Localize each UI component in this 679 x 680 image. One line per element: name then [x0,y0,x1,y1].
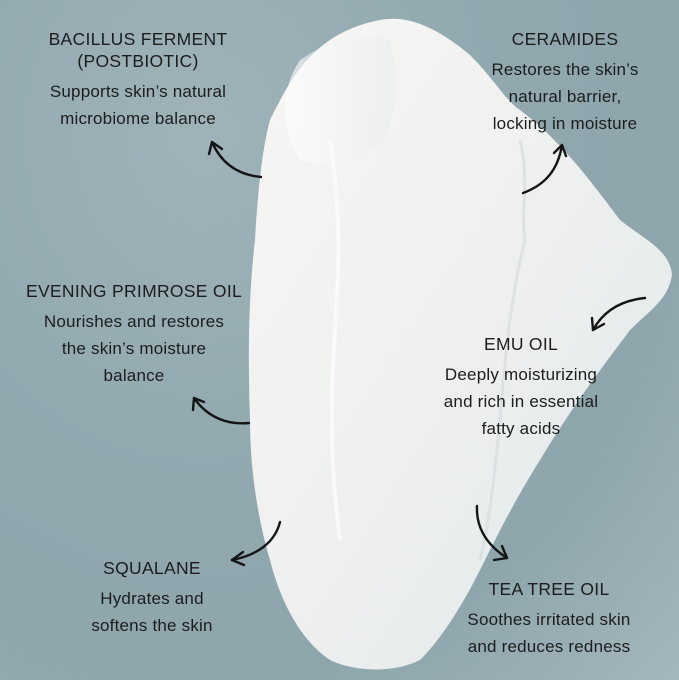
desc-line: Supports skin’s natural [49,82,227,101]
callout-evening-primrose-oil: EVENING PRIMROSE OIL Nourishes and resto… [6,280,262,389]
callout-title: EVENING PRIMROSE OIL [6,280,262,302]
callout-bacillus-ferment: BACILLUS FERMENT (POSTBIOTIC) Supports s… [18,28,258,132]
desc-line: Restores the skin’s [491,60,639,79]
desc-line: and rich in essential [443,392,599,411]
desc-line: balance [103,366,165,385]
callout-title: CERAMIDES [458,28,672,50]
desc-line: and reduces redness [467,637,631,656]
title-line: EVENING PRIMROSE OIL [25,281,243,301]
callout-title: TEA TREE OIL [436,578,662,600]
callout-description: Nourishes and restores the skin’s moistu… [6,308,262,389]
title-line: CERAMIDES [511,29,619,49]
title-line: SQUALANE [103,558,201,578]
desc-line: the skin’s moisture [61,339,207,358]
callout-title: BACILLUS FERMENT (POSTBIOTIC) [18,28,258,72]
desc-line: Hydrates and [100,589,204,608]
callout-ceramides: CERAMIDES Restores the skin’s natural ba… [458,28,672,137]
desc-line: Deeply moisturizing [444,365,598,384]
callout-description: Soothes irritated skin and reduces redne… [436,606,662,660]
desc-line: softens the skin [91,616,213,635]
callout-description: Restores the skin’s natural barrier, loc… [458,56,672,137]
callout-title: SQUALANE [62,557,242,579]
title-line: EMU OIL [483,334,559,354]
callout-description: Supports skin’s natural microbiome balan… [18,78,258,132]
desc-line: microbiome balance [60,109,216,128]
callout-tea-tree-oil: TEA TREE OIL Soothes irritated skin and … [436,578,662,660]
callout-description: Hydrates and softens the skin [62,585,242,639]
callout-emu-oil: EMU OIL Deeply moisturizing and rich in … [414,333,628,442]
desc-line: locking in moisture [492,114,638,133]
title-line: BACILLUS FERMENT [48,29,228,49]
callout-squalane: SQUALANE Hydrates and softens the skin [62,557,242,639]
title-line: (POSTBIOTIC) [77,51,199,71]
desc-line: Nourishes and restores [43,312,225,331]
callout-description: Deeply moisturizing and rich in essentia… [414,361,628,442]
title-line: TEA TREE OIL [488,579,610,599]
desc-line: fatty acids [481,419,561,438]
desc-line: natural barrier, [508,87,622,106]
desc-line: Soothes irritated skin [467,610,631,629]
callout-title: EMU OIL [414,333,628,355]
